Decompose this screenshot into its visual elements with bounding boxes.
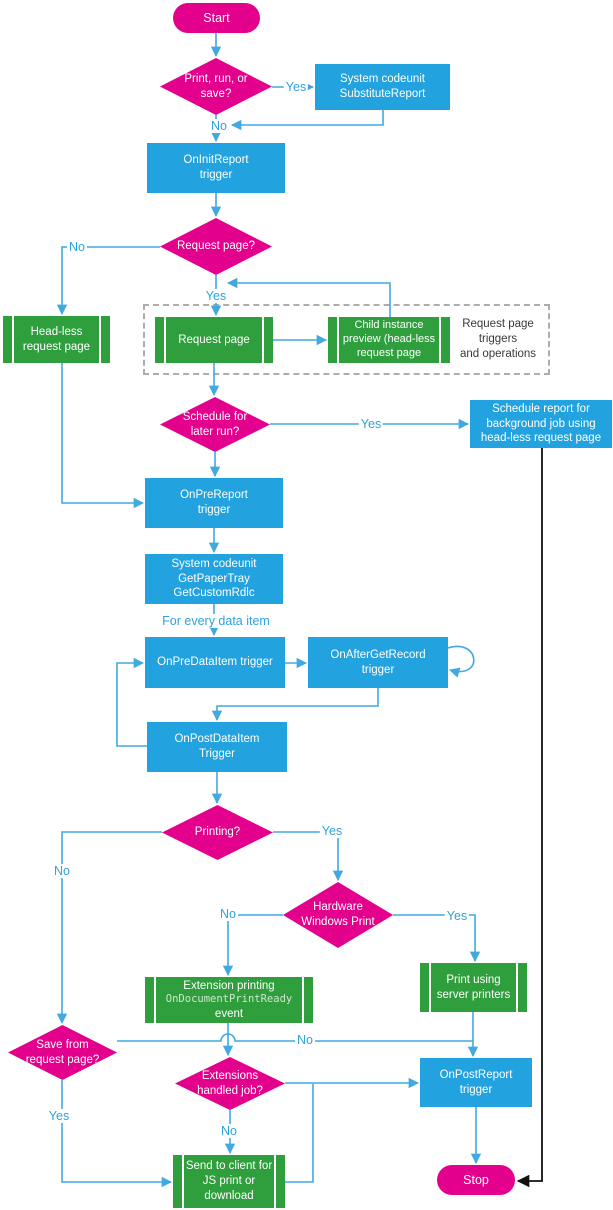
process-schedule-report-label: Schedule report for background job using… (480, 402, 602, 445)
edge-onpostdata-loop (116, 657, 147, 747)
request-page-note: Request page triggers and operations (452, 317, 544, 362)
decision-schedule-later-label: Schedule for later run? (182, 410, 248, 438)
terminator-stop-label: Stop (463, 1173, 489, 1187)
process-oninit-report-label: OnInitReport trigger (183, 154, 249, 181)
edge-save-yes (61, 1080, 173, 1188)
process-oninit-report: OnInitReport trigger (147, 143, 285, 193)
process-child-instance-preview: Child instance preview (head-less reques… (328, 317, 450, 363)
edge-label-printing-no: No (52, 864, 72, 878)
process-onpost-dataitem: OnPostDataItem Trigger (147, 722, 287, 772)
edge-request-no (56, 246, 160, 316)
process-system-codeunit-getpapertray-label: System codeunit GetPaperTray GetCustomRd… (171, 557, 257, 600)
decision-request-page-label: Request page? (176, 240, 255, 253)
edge-printing-no (56, 831, 162, 1025)
request-page-note-line1: Request page (462, 318, 534, 330)
process-onpost-report: OnPostReport trigger (420, 1058, 532, 1107)
decision-printing-label: Printing? (194, 826, 241, 839)
terminator-start-label: Start (203, 11, 230, 25)
edge-label-for-every-data-item: For every data item (160, 614, 272, 628)
process-send-to-client-label: Send to client for JS print or download (185, 1160, 273, 1202)
process-onpre-report-label: OnPreReport trigger (180, 489, 248, 516)
process-onpost-report-label: OnPostReport trigger (439, 1068, 513, 1096)
process-onpre-report: OnPreReport trigger (145, 478, 283, 528)
edge-schedule-to-stop (516, 448, 543, 1188)
process-schedule-report: Schedule report for background job using… (470, 400, 612, 448)
edge-onafter-to-onpostdata (211, 688, 379, 722)
process-request-page: Request page (155, 317, 273, 363)
process-system-codeunit-getpapertray: System codeunit GetPaperTray GetCustomRd… (145, 554, 283, 604)
edge-label-printing-yes: Yes (319, 824, 345, 838)
process-child-instance-preview-label: Child instance preview (head-less reques… (342, 319, 436, 359)
edge-onafter-selfloop (447, 645, 475, 678)
edge-printing-yes (273, 831, 344, 882)
process-onpre-dataitem: OnPreDataItem trigger (145, 637, 285, 688)
edge-label-hardware-no: No (218, 907, 238, 921)
edge-label-print-no: No (209, 119, 229, 133)
process-substitute-report: System codeunit SubstituteReport (315, 64, 450, 110)
extension-printing-line1: Extension printing (183, 979, 275, 992)
process-send-to-client: Send to client for JS print or download (173, 1155, 285, 1208)
decision-hardware-windows-print-label: Hardware Windows Print (301, 901, 375, 928)
edge-substitute-return (230, 110, 384, 131)
terminator-stop: Stop (437, 1165, 515, 1195)
edge-label-save-yes: Yes (46, 1109, 72, 1123)
process-headless-request-page: Head-less request page (3, 316, 110, 363)
process-headless-request-page-label: Head-less request page (22, 325, 91, 353)
request-page-note-line2: triggers (478, 332, 518, 345)
process-onafter-getrecord-label: OnAfterGetRecord trigger (330, 648, 426, 676)
process-extension-printing-label: Extension printing OnDocumentPrintReady … (166, 979, 292, 1022)
extension-printing-line2: OnDocumentPrintReady (165, 993, 293, 1006)
edge-label-schedule-yes: Yes (358, 417, 384, 431)
decision-extensions-handled-label: Extensions handled job? (197, 1069, 263, 1097)
process-print-server-printers: Print using server printers (420, 963, 527, 1012)
extension-printing-line3: event (214, 1007, 244, 1020)
edge-hardware-no (222, 914, 283, 977)
edge-label-print-yes: Yes (283, 80, 309, 94)
edge-label-save-no: No (295, 1033, 315, 1047)
edge-child-feedback (226, 277, 391, 317)
edge-sendclient-join (285, 1084, 314, 1183)
request-page-note-line3: and operations (459, 347, 537, 360)
terminator-start: Start (173, 3, 260, 33)
decision-print-run-save-label: Print, run, or save? (184, 72, 248, 100)
edge-label-request-yes: Yes (203, 289, 229, 303)
process-onafter-getrecord: OnAfterGetRecord trigger (308, 637, 448, 688)
decision-save-from-request-page-label: Save from request page? (25, 1038, 100, 1066)
edge-label-hardware-yes: Yes (444, 909, 470, 923)
edge-hardware-yes (393, 914, 481, 963)
process-print-server-printers-label: Print using server printers (436, 973, 511, 1001)
process-substitute-report-label: System codeunit SubstituteReport (339, 73, 426, 100)
process-onpost-dataitem-label: OnPostDataItem Trigger (174, 733, 260, 760)
process-request-page-label: Request page (178, 333, 250, 346)
request-page-group-box (143, 304, 550, 375)
edge-label-request-no: No (67, 240, 87, 254)
edge-label-extensions-no: No (219, 1124, 239, 1138)
edge-headless-to-onpre (61, 363, 145, 509)
process-onpre-dataitem-label: OnPreDataItem trigger (157, 656, 273, 669)
process-extension-printing: Extension printing OnDocumentPrintReady … (145, 977, 313, 1023)
